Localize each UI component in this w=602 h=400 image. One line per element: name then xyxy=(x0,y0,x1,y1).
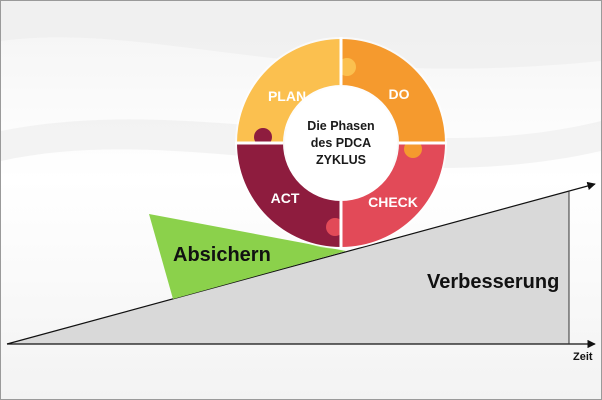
improvement-label: Verbesserung xyxy=(427,271,559,293)
stabilize-label: Absichern xyxy=(173,244,271,266)
act-label: ACT xyxy=(271,190,300,206)
center-line-3: ZYKLUS xyxy=(316,153,366,167)
check-label: CHECK xyxy=(368,194,418,210)
pdca-cycle: PLAN DO CHECK ACT Die Phasen des PDCA ZY… xyxy=(235,37,447,249)
cycle-center xyxy=(285,87,397,199)
center-line-1: Die Phasen xyxy=(307,119,374,133)
plan-label: PLAN xyxy=(268,88,306,104)
do-label: DO xyxy=(389,86,410,102)
background-band xyxy=(1,1,601,69)
do-segment xyxy=(341,39,445,143)
plan-segment xyxy=(237,39,341,143)
center-line-2: des PDCA xyxy=(311,136,371,150)
stabilize-wedge xyxy=(149,214,346,299)
incline-line xyxy=(6,181,596,345)
time-axis-label: Zeit xyxy=(573,351,593,363)
check-segment xyxy=(341,143,445,247)
act-segment xyxy=(237,143,341,247)
